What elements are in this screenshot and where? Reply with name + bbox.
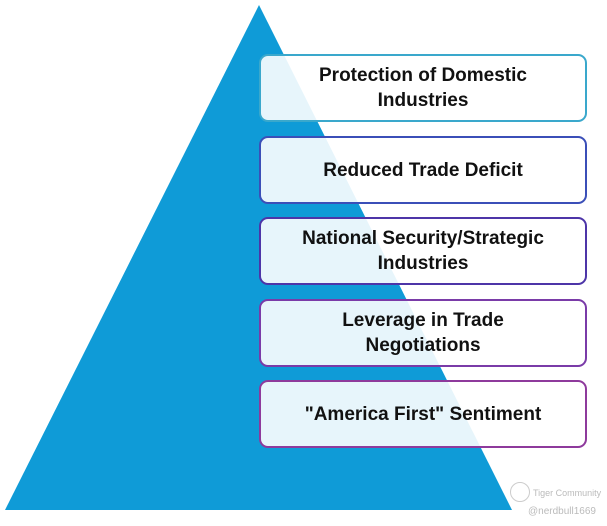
pyramid-item-4: Leverage in Trade Negotiations: [259, 299, 587, 367]
pyramid-item-3: National Security/Strategic Industries: [259, 217, 587, 285]
pyramid-item-5: "America First" Sentiment: [259, 380, 587, 448]
pyramid-item-2: Reduced Trade Deficit: [259, 136, 587, 204]
item-label: National Security/Strategic Industries: [302, 228, 544, 274]
item-label: "America First" Sentiment: [304, 403, 542, 425]
watermark-handle: @nerdbull1669: [528, 506, 596, 517]
item-label: Leverage in Trade Negotiations: [342, 310, 504, 356]
pyramid-item-1: Protection of Domestic Industries: [259, 54, 587, 122]
watermark-brand: Tiger Community: [533, 488, 602, 498]
tiger-logo-icon: [510, 482, 530, 502]
item-label: Protection of Domestic Industries: [319, 65, 527, 111]
item-label: Reduced Trade Deficit: [323, 159, 523, 181]
